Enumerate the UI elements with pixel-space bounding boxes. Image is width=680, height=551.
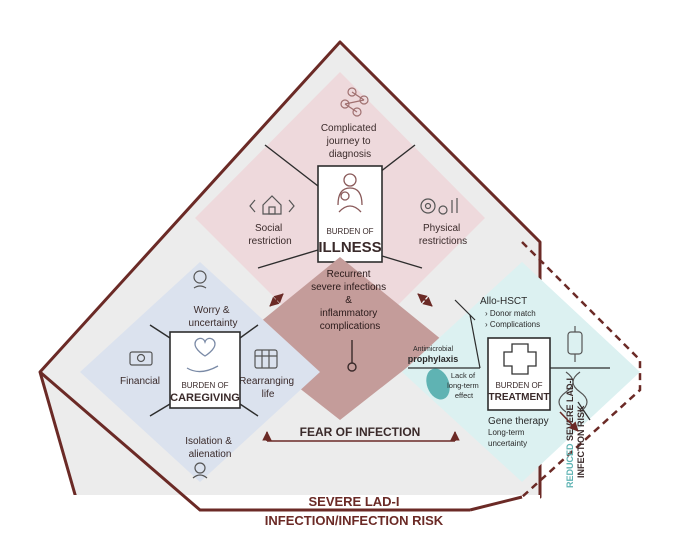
rearranging-life-label: Rearranging life — [239, 376, 297, 400]
fear-label: FEAR OF INFECTION — [300, 425, 421, 439]
dna-icon — [558, 371, 588, 413]
outer-bottom-edge — [39, 370, 470, 512]
illness-treatment-arrow — [417, 293, 433, 307]
hsct-items: › Donor match › Complications — [485, 309, 540, 329]
illness-box-big: ILLNESS — [318, 239, 381, 256]
physical-restrictions-label: Physical restrictions — [419, 223, 467, 247]
isolated-person-icon — [192, 462, 208, 479]
illness-section: Complicated journey to diagnosis Social … — [195, 72, 485, 363]
iv-bag-icon — [567, 326, 583, 362]
heart-hand-icon — [186, 337, 219, 373]
calendar-icon — [254, 349, 278, 369]
treatment-section: Allo-HSCT › Donor match › Complications … — [402, 262, 640, 482]
hsct-title: Allo-HSCT — [480, 296, 527, 307]
caregiving-illness-arrow — [269, 293, 284, 307]
footer-line2: INFECTION/INFECTION RISK — [265, 513, 444, 528]
footer-band — [40, 495, 540, 519]
social-restriction-label: Social restriction — [248, 223, 291, 247]
prophylaxis-small: Antimicrobial — [413, 346, 454, 353]
illness-box-small: BURDEN OF — [326, 227, 373, 236]
lack-effect-label: Lack of long-term effect — [447, 371, 481, 400]
medical-cross-icon — [503, 343, 537, 375]
fear-of-infection: FEAR OF INFECTION — [262, 422, 460, 442]
pill-icon — [426, 368, 450, 400]
gene-therapy-sub: Long-term uncertainty — [488, 428, 527, 448]
treatment-box-big: TREATMENT — [489, 392, 550, 403]
diagnosis-network-icon — [340, 87, 369, 117]
caregiving-box-small: BURDEN OF — [181, 381, 228, 390]
sports-icon — [420, 198, 458, 215]
reduced-arrow — [559, 411, 579, 432]
worried-person-icon — [193, 270, 207, 289]
prophylaxis-big: prophylaxis — [408, 354, 459, 364]
reduced-risk-label: REDUCED SEVERE LAD-I — [565, 378, 575, 488]
parent-child-icon — [337, 173, 363, 213]
caregiving-box-big: CAREGIVING — [170, 392, 240, 404]
treatment-box-small: BURDEN OF — [495, 381, 542, 390]
recurrent-label: Recurrent severe infections & inflammato… — [311, 269, 389, 332]
footer-line1: SEVERE LAD-I — [308, 494, 399, 509]
money-icon — [129, 351, 153, 366]
financial-label: Financial — [120, 376, 160, 387]
thermometer-icon — [347, 340, 357, 372]
complicated-journey-label: Complicated journey to diagnosis — [321, 123, 379, 160]
worry-uncertainty-label: Worry & uncertainty — [189, 305, 238, 329]
reduced-risk-label-line2: INFECTION RISK — [576, 405, 586, 478]
reduced-risk-outline — [521, 241, 642, 498]
isolation-alienation-label: Isolation & alienation — [185, 436, 234, 460]
caregiving-section: Worry & uncertainty Financial Rearrangin… — [80, 262, 320, 482]
house-icon — [249, 195, 295, 215]
gene-therapy-title: Gene therapy — [488, 416, 549, 427]
